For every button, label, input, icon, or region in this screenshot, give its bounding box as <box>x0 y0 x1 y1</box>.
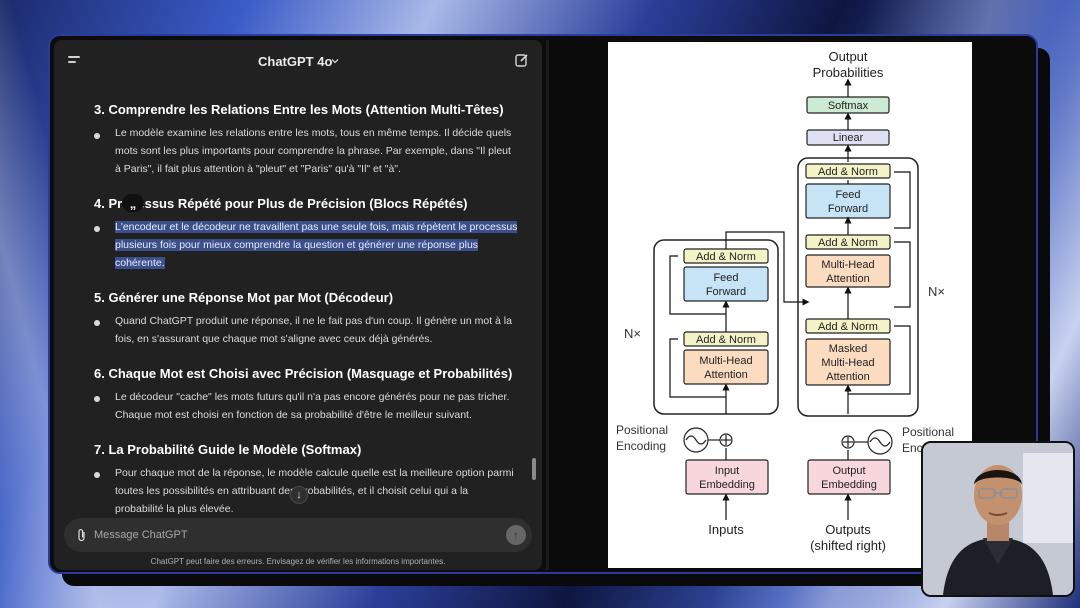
paragraph-line: Le modèle examine les relations entre le… <box>115 127 512 139</box>
chat-topbar: ChatGPT 4o <box>54 40 542 84</box>
add-norm-label: Add & Norm <box>696 251 756 263</box>
linear-label: Linear <box>833 132 864 144</box>
section-title: 4. Processus Répété pour Plus de Précisi… <box>94 196 468 211</box>
paragraph-line: Pour chaque mot de la réponse, le modèle… <box>115 467 514 479</box>
multi-head-attention-label: Attention <box>826 273 869 285</box>
bullet-dot <box>94 226 100 232</box>
encoder-stack <box>653 239 779 415</box>
section-paragraph: Quand ChatGPT produit une réponse, il ne… <box>115 312 525 348</box>
new-chat-edit-icon[interactable] <box>514 52 530 68</box>
input-embedding-label: Input <box>715 465 739 477</box>
softmax-label: Softmax <box>828 100 869 112</box>
output-embedding-label: Embedding <box>821 479 877 491</box>
highlighted-line: L'encodeur et le décodeur ne travaillent… <box>115 221 518 233</box>
encoder-nx-label: N× <box>624 326 641 341</box>
paragraph-line: à Paris", il fait plus attention à "pleu… <box>115 163 401 175</box>
masked-attention-label: Attention <box>826 371 869 383</box>
chat-panel: ChatGPT 4o 3. Comprendre les Relations E… <box>54 40 542 570</box>
positional-encoding-label: Positional <box>902 425 954 439</box>
bullet-dot <box>94 472 100 478</box>
feed-forward-label: Feed <box>713 272 738 284</box>
bullet-dot <box>94 396 100 402</box>
section-paragraph: Le décodeur "cache" les mots futurs qu'i… <box>115 388 525 424</box>
paragraph-line: toutes les possibilités en attribuant de… <box>115 485 469 497</box>
section-title: 5. Générer une Réponse Mot par Mot (Déco… <box>94 290 394 305</box>
decoder-nx-label: N× <box>928 284 945 299</box>
feed-forward-label: Feed <box>835 189 860 201</box>
section-paragraph: Le modèle examine les relations entre le… <box>115 124 525 178</box>
disclaimer-text: ChatGPT peut faire des erreurs. Envisage… <box>150 557 446 566</box>
sidebar-menu-icon[interactable] <box>68 56 82 66</box>
model-selector[interactable]: ChatGPT 4o <box>258 54 333 69</box>
bullet-dot <box>94 133 100 139</box>
message-composer: ↑ <box>64 518 532 552</box>
output-probabilities-label: Output <box>828 49 867 64</box>
add-norm-label: Add & Norm <box>818 237 878 249</box>
positional-encoding-label: Encoding <box>616 439 666 453</box>
output-embedding-label: Output <box>832 465 865 477</box>
feed-forward-label: Forward <box>706 286 746 298</box>
paragraph-line: Le décodeur "cache" les mots futurs qu'i… <box>115 391 510 403</box>
panel-divider[interactable] <box>546 40 549 570</box>
transformer-diagram: Output Probabilities Softmax Linear Add … <box>608 42 972 568</box>
paragraph-line: Chaque mot est choisi en fonction de sa … <box>115 409 472 421</box>
multi-head-attention-label: Multi-Head <box>821 259 874 271</box>
add-norm-label: Add & Norm <box>818 166 878 178</box>
paragraph-line: probabilité la plus élevée. <box>115 503 234 515</box>
outputs-label: (shifted right) <box>810 538 886 553</box>
message-input[interactable] <box>94 518 484 552</box>
decoder-stack <box>797 157 919 417</box>
add-norm-label: Add & Norm <box>818 321 878 333</box>
outputs-label: Outputs <box>825 522 871 537</box>
paragraph-line: Quand ChatGPT produit une réponse, il ne… <box>115 315 512 327</box>
masked-attention-label: Masked <box>829 343 868 355</box>
chat-scrollbar[interactable] <box>532 458 536 480</box>
masked-attention-label: Multi-Head <box>821 357 874 369</box>
paragraph-line: mots sont les plus importants pour compr… <box>115 145 511 157</box>
inputs-label: Inputs <box>708 522 744 537</box>
section-paragraph: Pour chaque mot de la réponse, le modèle… <box>115 464 525 518</box>
multi-head-attention-label: Multi-Head <box>699 355 752 367</box>
scroll-down-arrow-icon[interactable]: ↓ <box>290 486 308 504</box>
feed-forward-label: Forward <box>828 203 868 215</box>
highlighted-line: plusieurs fois pour mieux comprendre la … <box>115 239 479 251</box>
app-window: ChatGPT 4o 3. Comprendre les Relations E… <box>48 34 1038 574</box>
add-norm-label: Add & Norm <box>696 334 756 346</box>
highlighted-line: cohérente. <box>115 257 165 269</box>
output-probabilities-label: Probabilities <box>813 65 884 80</box>
input-embedding-label: Embedding <box>699 479 755 491</box>
section-title: 7. La Probabilité Guide le Modèle (Softm… <box>94 442 362 457</box>
quote-reply-icon[interactable]: „ <box>122 194 144 212</box>
bullet-dot <box>94 320 100 326</box>
send-arrow-up-icon[interactable]: ↑ <box>506 525 526 545</box>
multi-head-attention-label: Attention <box>704 369 747 381</box>
attach-paperclip-icon[interactable] <box>76 528 88 542</box>
transformer-diagram-svg: Output Probabilities Softmax Linear Add … <box>616 49 954 553</box>
positional-encoding-label: Positional <box>616 423 668 437</box>
section-title: 6. Chaque Mot est Choisi avec Précision … <box>94 366 513 381</box>
presenter-avatar <box>923 443 1073 595</box>
paragraph-line: fois, en s'assurant que chaque mot s'ali… <box>115 333 433 345</box>
section-paragraph-highlighted: L'encodeur et le décodeur ne travaillent… <box>115 218 525 272</box>
webcam-overlay <box>921 441 1075 597</box>
section-title: 3. Comprendre les Relations Entre les Mo… <box>94 102 504 117</box>
chevron-down-icon[interactable] <box>330 56 340 66</box>
add-norm-box <box>805 163 891 179</box>
